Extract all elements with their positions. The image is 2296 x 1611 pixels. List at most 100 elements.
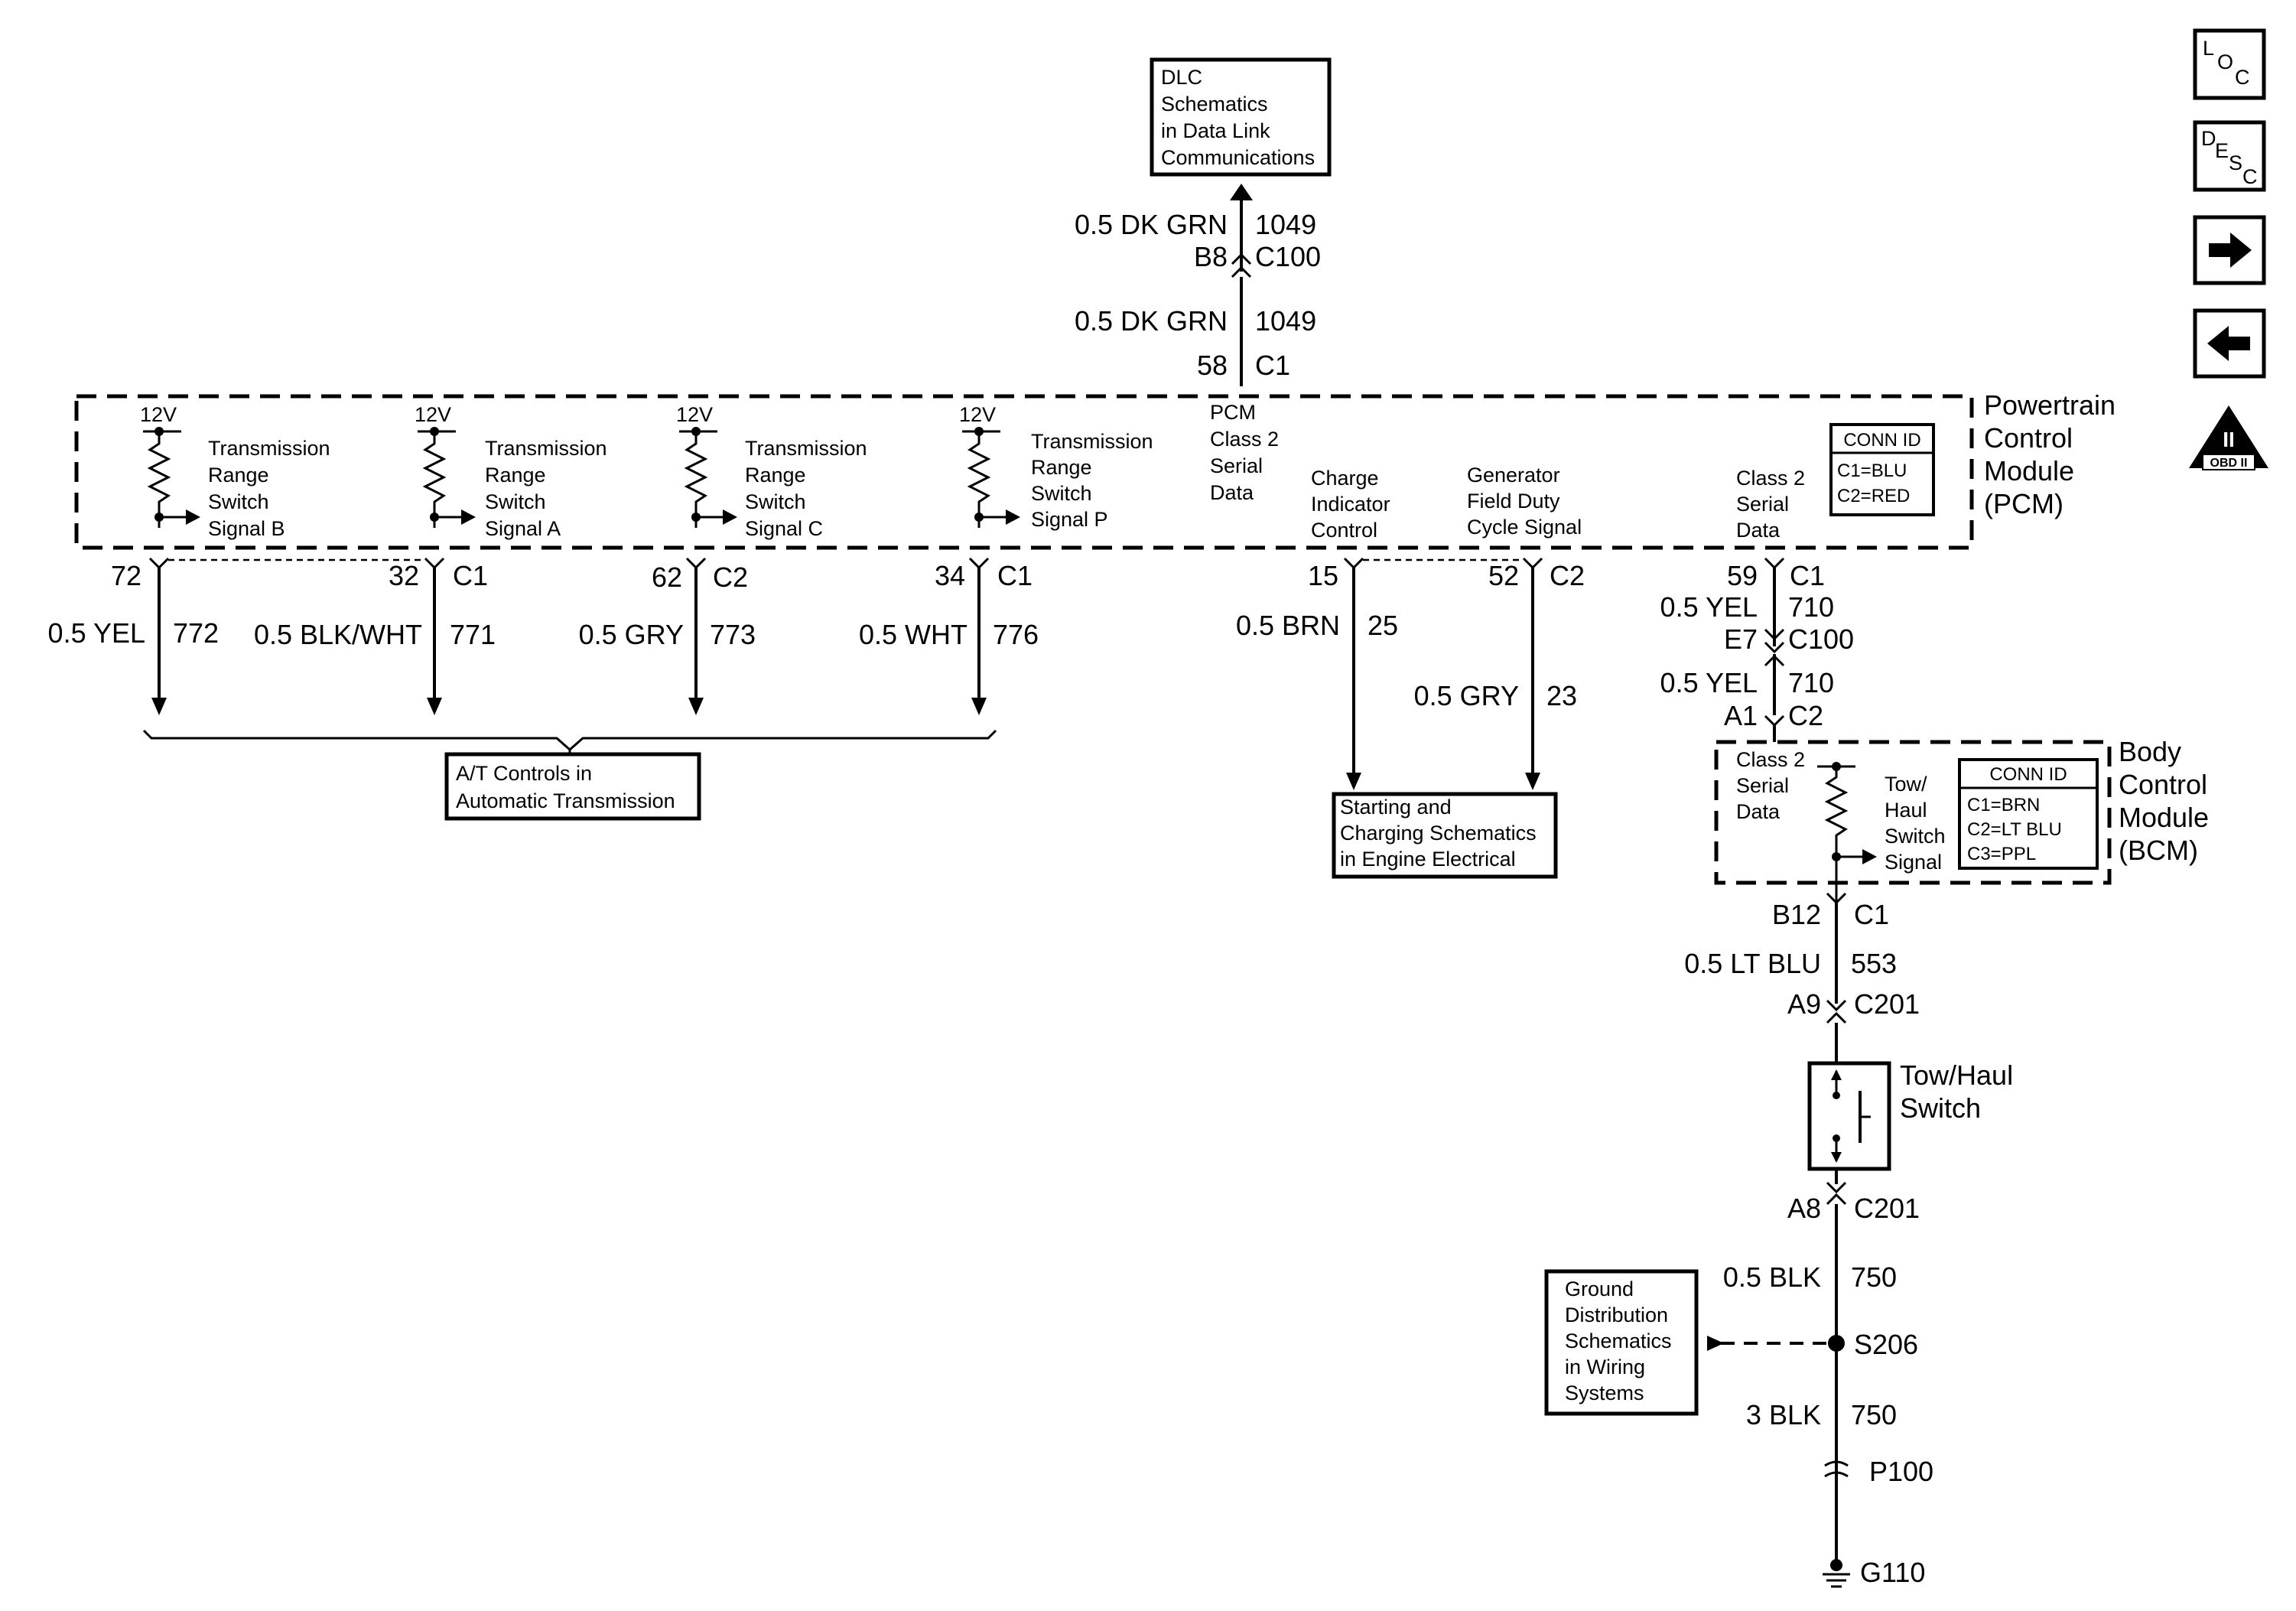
conn-id-entry: C2=RED (1837, 486, 1910, 506)
pass-through-label: P100 (1869, 1456, 1933, 1487)
dlc-wire: 0.5 DK GRN 1049 B8 C100 0.5 DK GRN 1049 … (1075, 184, 1321, 386)
signal-label-line: Tow/ (1885, 773, 1927, 796)
connector-icon (1764, 641, 1785, 654)
arrow-up-icon (1230, 184, 1253, 200)
connector-icon (1764, 628, 1785, 641)
tow-haul-switch[interactable]: Tow/Haul Switch (1807, 1059, 2013, 1171)
voltage-label: 12V (959, 403, 996, 426)
conn-id-entry: C1=BRN (1967, 795, 2040, 815)
loc-letter: L (2203, 37, 2214, 60)
connector-id-label: C201 (1854, 988, 1920, 1020)
class2-serial-circuit: Class 2 Serial Data 59 C1 (1727, 467, 1825, 591)
module-name-line: Control (2119, 769, 2207, 800)
ground-distribution-reference[interactable]: Ground Distribution Schematics in Wiring… (1544, 1269, 1699, 1416)
arrow-right-icon (461, 509, 476, 525)
circuit-number-label: 771 (450, 619, 496, 650)
label-line: Field Duty (1467, 490, 1560, 513)
pcm-name: Powertrain Control Module (PCM) (1984, 389, 2116, 519)
location-button[interactable]: L O C (2193, 28, 2266, 100)
arrow-right-icon (186, 509, 200, 525)
label-line: Data (1210, 481, 1254, 504)
circuit-number-label: 750 (1851, 1399, 1897, 1430)
arrow-left-icon (1707, 1336, 1724, 1351)
arrow-right-icon (723, 509, 737, 525)
pin-label: 62 (652, 561, 682, 593)
connector-id-label: C1 (997, 560, 1033, 591)
conn-id-entry: C3=PPL (1967, 844, 2036, 864)
arrow-up-icon (1831, 1069, 1842, 1080)
ref-line: Ground (1565, 1277, 1634, 1300)
wire-color-label: 0.5 YEL (1660, 667, 1758, 698)
desc-letter: C (2242, 165, 2258, 188)
ref-line: Distribution (1565, 1303, 1668, 1326)
conn-id-title: CONN ID (1843, 430, 1920, 451)
label-line: Serial (1736, 493, 1789, 516)
label-line: Charge (1311, 467, 1379, 490)
pin-label: 34 (935, 560, 965, 591)
connector-id-label: C201 (1854, 1193, 1920, 1224)
module-name-line: Powertrain (1984, 389, 2116, 421)
connector-pin-label: 58 (1197, 350, 1228, 381)
signal-label-line: Transmission (485, 437, 607, 460)
arrow-down-icon (1831, 1152, 1842, 1163)
circuit-number-label: 750 (1851, 1261, 1897, 1293)
ref-line: Schematics (1161, 93, 1268, 116)
connector-pin-label: A8 (1787, 1193, 1821, 1224)
pin-label: 32 (389, 560, 419, 591)
label-line: Data (1736, 519, 1781, 542)
connector-pin-label: B12 (1772, 899, 1821, 930)
label-line: Cycle Signal (1467, 516, 1582, 539)
circuit-number-label: 772 (173, 617, 219, 649)
wire-color-label: 3 BLK (1746, 1399, 1821, 1430)
wire-color-label: 0.5 BRN (1236, 610, 1340, 641)
connector-icon (1764, 557, 1785, 570)
pin-label: 15 (1308, 560, 1338, 591)
module-name-line: Module (1984, 455, 2074, 487)
connector-id-label: C100 (1255, 241, 1321, 272)
description-button[interactable]: D E S C (2193, 120, 2266, 192)
connector-id-label: C100 (1788, 623, 1854, 655)
next-page-button[interactable] (2193, 215, 2266, 285)
tow-haul-wire: B12 C1 0.5 LT BLU 553 A9 C201 (1684, 892, 1920, 1063)
component-name-line: Tow/Haul (1900, 1059, 2013, 1091)
connector-icon (1343, 557, 1364, 570)
previous-page-button[interactable] (2193, 308, 2266, 379)
wire-color-label: 0.5 BLK/WHT (254, 619, 422, 650)
loc-letter: O (2217, 50, 2233, 73)
arrow-down-icon (427, 698, 442, 715)
connector-id-label: C1 (1854, 899, 1889, 930)
label-line: Serial (1210, 454, 1263, 477)
charge-indicator-circuit: Charge Indicator Control 15 0.5 BRN 25 (1236, 467, 1398, 790)
obd-ii-button[interactable]: II OBD II (2189, 405, 2268, 470)
ground-label: G110 (1860, 1557, 1925, 1588)
arrow-down-icon (1525, 773, 1540, 790)
signal-a-circuit: 12V Transmission Range Switch Signal A 3… (254, 403, 607, 715)
dlc-schematics-reference[interactable]: DLC Schematics in Data Link Communicatio… (1150, 57, 1332, 177)
resistor-icon (967, 431, 991, 528)
connector-icon (424, 557, 445, 570)
at-controls-reference[interactable]: A/T Controls in Automatic Transmission (444, 752, 701, 821)
wire-color-label: 0.5 GRY (579, 619, 684, 650)
signal-label-line: Signal A (485, 517, 561, 540)
signal-label-line: Transmission (1031, 430, 1153, 453)
ref-line: Automatic Transmission (456, 789, 675, 812)
signal-label-line: Range (745, 464, 806, 487)
label-line: Class 2 (1210, 428, 1279, 451)
pin-label: 72 (111, 560, 141, 591)
signal-label-line: Signal (1885, 851, 1942, 874)
starting-charging-reference[interactable]: Starting and Charging Schematics in Engi… (1332, 792, 1558, 879)
conn-id-entry: C1=BLU (1837, 461, 1907, 481)
generator-field-circuit: Generator Field Duty Cycle Signal 52 C2 … (1414, 464, 1585, 790)
circuit-number-label: 1049 (1255, 305, 1316, 337)
signal-label-line: Switch (1031, 482, 1092, 505)
ref-line: A/T Controls in (456, 762, 592, 785)
label-line: Data (1736, 800, 1781, 823)
arrow-down-icon (971, 698, 987, 715)
label-line: Class 2 (1736, 467, 1805, 490)
at-controls-bracket (142, 729, 997, 753)
connector-icon (968, 557, 990, 570)
circuit-number-label: 1049 (1255, 209, 1316, 240)
circuit-number-label: 553 (1851, 948, 1897, 979)
arrow-down-icon (151, 698, 167, 715)
ref-line: Schematics (1565, 1329, 1672, 1352)
